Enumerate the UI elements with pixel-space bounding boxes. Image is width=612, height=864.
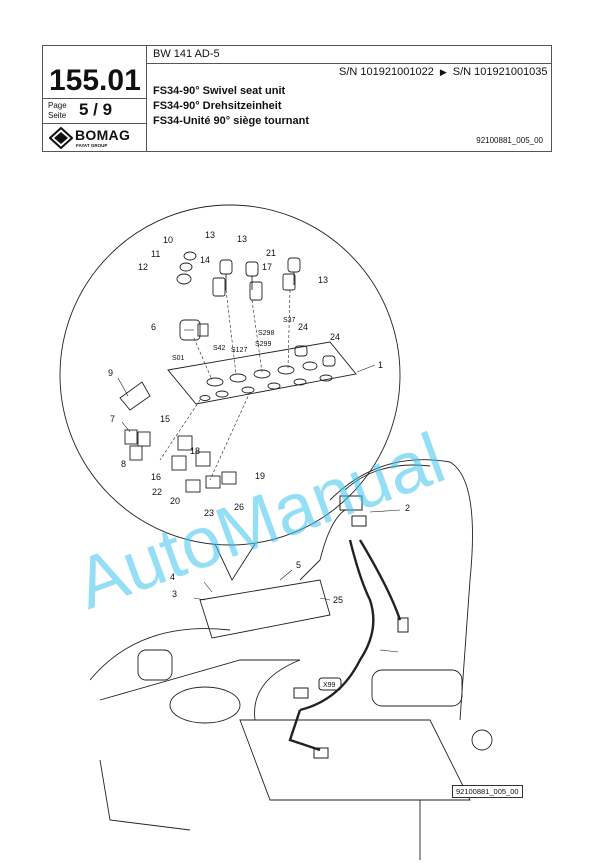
callout-number: 9 — [108, 368, 113, 378]
watermark: AutoManual — [66, 418, 454, 625]
callout-number: 6 — [151, 322, 156, 332]
callout-number: 24 — [298, 322, 308, 332]
callout-number: 8 — [121, 459, 126, 469]
callout-number: 16 — [151, 472, 161, 482]
callout-number: 10 — [163, 235, 173, 245]
callout-number: 13 — [318, 275, 328, 285]
callout-number: 21 — [266, 248, 276, 258]
page-value: 5 / 9 — [79, 100, 113, 119]
callout-number: 13 — [237, 234, 247, 244]
callout-number: S01 — [172, 355, 185, 362]
callout-number: S42 — [213, 345, 226, 352]
title-french: FS34-Unité 90° siège tournant — [153, 115, 309, 127]
callout-number: 13 — [205, 230, 215, 240]
arrow-right-icon: ▶ — [439, 67, 447, 77]
callout-number: 1 — [378, 360, 383, 370]
document-number: 92100881_005_00 — [476, 136, 543, 145]
callout-number: 3 — [172, 589, 177, 599]
callout-number: 19 — [255, 471, 265, 481]
exploded-view-drawing: X99 1011121313141721136S42S127S298S299S3… — [59, 204, 493, 860]
connector-label: X99 — [323, 682, 336, 689]
callout-number: 11 — [151, 249, 160, 259]
title-english: FS34-90° Swivel seat unit — [153, 85, 286, 97]
divider — [43, 123, 146, 124]
page-label-text: Page Seite — [48, 101, 67, 120]
callout-number: 2 — [405, 503, 410, 513]
callout-number: 14 — [200, 255, 210, 265]
serial-range: S/N 101921001022 ▶ S/N 101921001035 — [339, 66, 548, 78]
title-block: BW 141 AD-5 155.01 Page Seite 5 / 9 S/N … — [42, 45, 552, 152]
toggle-switches — [212, 257, 301, 301]
mounting-plate — [167, 341, 357, 405]
divider — [43, 98, 146, 99]
logo-text: BOMAG — [75, 127, 131, 143]
callout-number: 22 — [152, 487, 162, 497]
seat-outline — [239, 459, 493, 860]
callout-number: S37 — [283, 317, 296, 324]
detail-pointer — [214, 543, 256, 581]
serial-to: S/N 101921001035 — [452, 66, 548, 78]
callout-number: 24 — [330, 332, 340, 342]
logo-subtext: FAYAT GROUP — [76, 143, 108, 148]
page-label: Page Seite — [48, 101, 67, 121]
callout-number: 18 — [190, 446, 200, 456]
callout-number: 17 — [262, 262, 272, 272]
divider — [146, 63, 552, 64]
control-console — [89, 579, 331, 831]
model-name: BW 141 AD-5 — [153, 48, 220, 60]
callout-number: 4 — [170, 572, 175, 582]
drawing-reference: 92100881_005_00 — [452, 785, 523, 798]
bomag-logo: BOMAG FAYAT GROUP — [48, 126, 141, 150]
title-german: FS34-90° Drehsitzeinheit — [153, 100, 282, 112]
callout-number: 25 — [333, 595, 343, 605]
callout-number: S127 — [231, 347, 247, 354]
divider — [146, 46, 147, 152]
callout-number: 23 — [204, 508, 214, 518]
callout-number: 12 — [138, 262, 148, 272]
diamond-logo-icon — [48, 126, 74, 150]
callout-number: 15 — [160, 414, 170, 424]
callout-number: 26 — [234, 502, 244, 512]
callout-number: 5 — [296, 560, 301, 570]
callout-number: S298 — [258, 330, 274, 337]
callout-number: S299 — [255, 341, 271, 348]
callout-number: 7 — [110, 414, 115, 424]
detail-circle — [59, 204, 401, 546]
serial-from: S/N 101921001022 — [339, 66, 434, 78]
page-number: 155.01 — [49, 64, 141, 97]
key-switch — [179, 319, 209, 341]
wiring-harness — [288, 539, 402, 752]
callout-number: 20 — [170, 496, 180, 506]
